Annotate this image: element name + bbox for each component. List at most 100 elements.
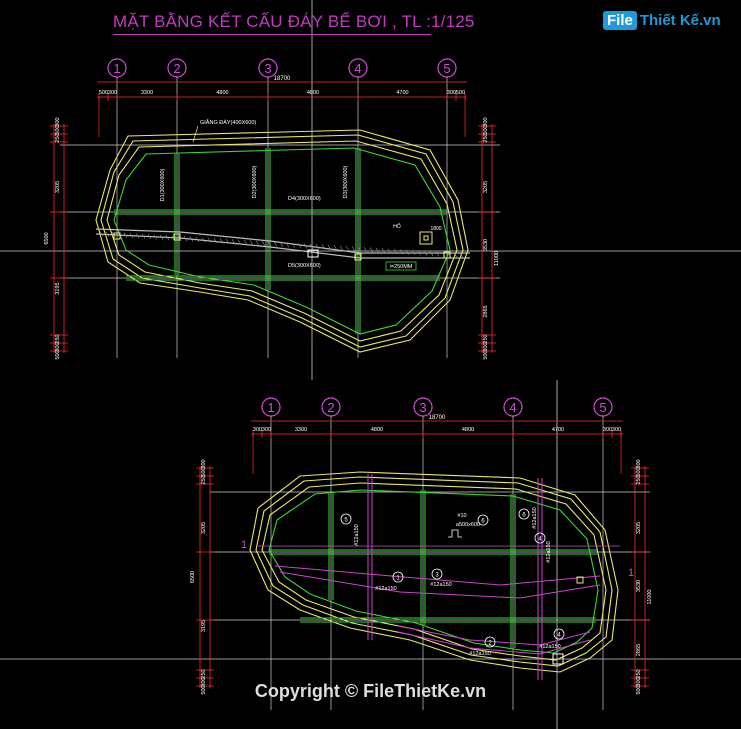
rebar-line bbox=[397, 625, 591, 646]
ramp-hatch bbox=[273, 241, 278, 247]
dimension-right-text: 3205 bbox=[483, 181, 489, 193]
dimension-right-text: 2865 bbox=[636, 644, 642, 656]
dimension-left-text: 300 bbox=[55, 342, 61, 351]
label-slope: i=250MM bbox=[390, 264, 413, 270]
rebar-mark-number: 2 bbox=[488, 641, 492, 647]
rebar-spec-label: #12a150 bbox=[375, 586, 396, 592]
ramp-hatch bbox=[135, 233, 140, 239]
pool-wall-outline bbox=[255, 476, 613, 667]
rebar-spec-label: #10 bbox=[457, 513, 466, 519]
dimension-right-text: 11000 bbox=[647, 590, 653, 605]
dimension-left-text: 250 bbox=[55, 133, 61, 142]
ramp-joint-marker bbox=[307, 249, 319, 258]
section-mark-right: 1 bbox=[628, 567, 634, 579]
axis-label: 4 bbox=[354, 61, 361, 76]
ramp-hatch bbox=[327, 244, 332, 251]
rebar-line bbox=[397, 631, 591, 655]
ramp-hatch bbox=[207, 237, 212, 243]
dimension-span-text: 300 bbox=[603, 427, 612, 433]
ramp-hatch bbox=[291, 242, 296, 248]
ramp-hatch bbox=[285, 242, 290, 248]
ramp-hatch bbox=[261, 240, 266, 247]
ramp-hatch bbox=[423, 250, 428, 256]
ramp-hatch bbox=[369, 247, 374, 253]
rebar-detail-symbol bbox=[448, 529, 462, 538]
ramp-hatch bbox=[435, 251, 440, 257]
ramp-hatch bbox=[375, 247, 380, 253]
ramp-hatch bbox=[231, 239, 236, 245]
pool-inner-edge bbox=[268, 489, 599, 654]
dimension-total-text: 18700 bbox=[429, 415, 446, 421]
ramp-edge-top bbox=[95, 228, 470, 254]
axis-label: 3 bbox=[419, 400, 426, 415]
site-logo[interactable]: File Thiết Kế.vn bbox=[603, 11, 721, 30]
copyright-watermark: Copyright © FileThietKe.vn bbox=[254, 681, 487, 701]
dimension-left-text: 500 bbox=[55, 125, 61, 134]
leader-giang-day bbox=[192, 125, 199, 143]
rebar-mark-number: 1 bbox=[396, 576, 400, 582]
ramp-hatch bbox=[237, 239, 242, 245]
label-beam-d5: D5(300X600) bbox=[288, 263, 321, 269]
ramp-hatch bbox=[357, 246, 362, 252]
rebar-spec-label: a500x600 bbox=[456, 522, 480, 528]
ramp-hatch bbox=[99, 231, 104, 237]
dimension-right-text: 500 bbox=[636, 467, 642, 476]
rebar-mark-circle bbox=[518, 508, 530, 520]
dimension-right-text: 500 bbox=[636, 685, 642, 694]
dimension-span-text: 4800 bbox=[216, 90, 228, 96]
axis-label: 2 bbox=[327, 400, 334, 415]
ramp-hatch bbox=[459, 252, 464, 258]
rebar-line bbox=[274, 565, 601, 586]
ramp-hatch bbox=[381, 248, 386, 254]
dimension-right-text: 3205 bbox=[636, 522, 642, 534]
dimension-right-text: 250 bbox=[636, 669, 642, 678]
drain-marker bbox=[552, 653, 564, 665]
ramp-hatch bbox=[339, 245, 344, 251]
ramp-hatch bbox=[363, 246, 368, 253]
ramp-hatch bbox=[123, 232, 128, 238]
ramp-hatch bbox=[387, 248, 392, 254]
ramp-hatch bbox=[399, 249, 404, 255]
label-beam-d2: D2(300X600) bbox=[252, 165, 258, 198]
dimension-span-text: 3300 bbox=[141, 90, 153, 96]
column-marker bbox=[113, 232, 121, 240]
label-beam-d1: D1(300X600) bbox=[160, 168, 166, 201]
ramp-hatch bbox=[249, 240, 254, 246]
dimension-right-text: 250 bbox=[483, 133, 489, 142]
rebar-mark-circle bbox=[340, 513, 352, 525]
dimension-span-text: 4700 bbox=[552, 427, 564, 433]
rebar-spec-label: #12a150 bbox=[354, 524, 360, 545]
rebar-mark-number: 6 bbox=[522, 513, 526, 519]
ramp-hatch bbox=[219, 238, 224, 244]
ramp-hatch bbox=[129, 232, 134, 239]
ramp-hatch bbox=[417, 250, 422, 256]
dimension-span-text: 4700 bbox=[396, 90, 408, 96]
dimension-left-text: 500 bbox=[55, 350, 61, 359]
column-marker bbox=[173, 233, 181, 241]
axis-label: 5 bbox=[599, 400, 606, 415]
ramp-hatch bbox=[267, 241, 272, 247]
ramp-hatch bbox=[183, 236, 188, 242]
ramp-hatch bbox=[321, 244, 326, 250]
ramp-hatch bbox=[153, 234, 158, 240]
dimension-right-text: 3530 bbox=[636, 580, 642, 592]
rebar-mark-circle bbox=[392, 571, 404, 583]
dimension-right-text: 11000 bbox=[494, 251, 500, 266]
drawing-title: MẶT BẰNG KẾT CẤU ĐÁY BỂ BƠI , TL :1/125 bbox=[113, 12, 475, 31]
ramp-hatch bbox=[213, 237, 218, 244]
dimension-span-text: 300 bbox=[108, 90, 117, 96]
ramp-hatch bbox=[201, 237, 206, 243]
axis-label: 1 bbox=[267, 400, 274, 415]
logo-box-text: File bbox=[603, 11, 637, 30]
rebar-mark-number: 6 bbox=[481, 519, 485, 525]
ramp-hatch bbox=[105, 231, 110, 237]
dimension-left-text: 250 bbox=[201, 475, 207, 484]
label-giang-day: GIẰNG ĐÁY(400X600) bbox=[200, 118, 256, 126]
ramp-hatch bbox=[243, 239, 248, 246]
rebar-mark-circle bbox=[553, 628, 565, 640]
dimension-right-text: 2865 bbox=[483, 305, 489, 317]
dimension-right-text: 3530 bbox=[483, 239, 489, 251]
ramp-hatch bbox=[279, 241, 284, 248]
ramp-hatch bbox=[351, 246, 356, 252]
